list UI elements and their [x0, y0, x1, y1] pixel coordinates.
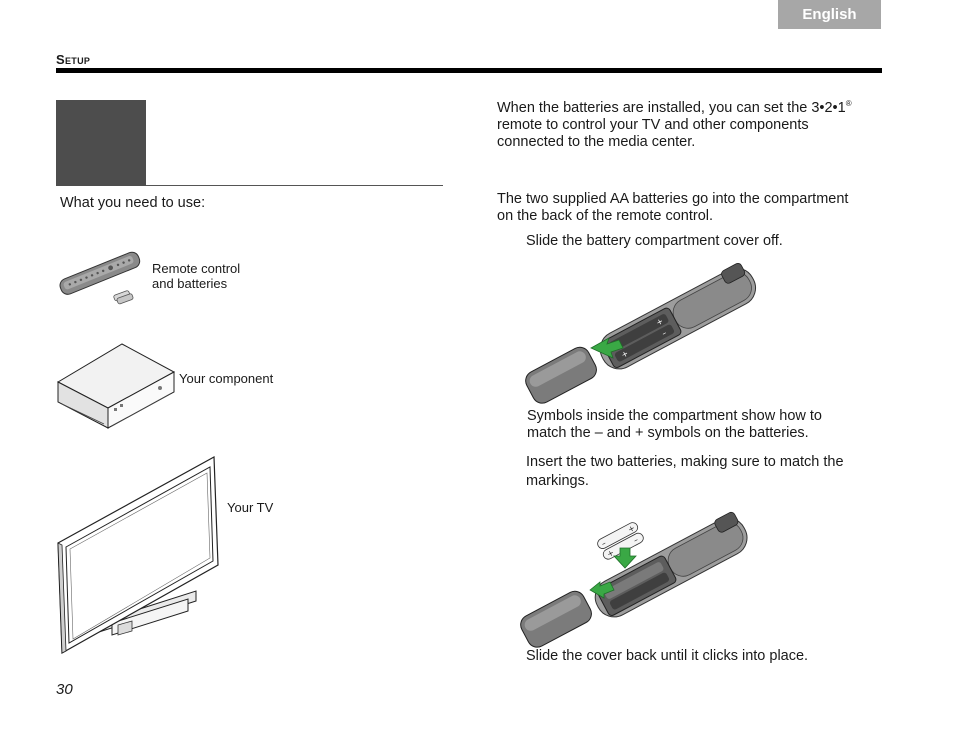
svg-text:+: +	[626, 523, 636, 534]
svg-text:–: –	[632, 535, 640, 545]
symbols-paragraph: Symbols inside the compartment show how …	[527, 408, 822, 441]
remote-cover-off-icon: – + + –	[525, 262, 757, 404]
language-tab[interactable]: English	[778, 0, 881, 29]
remote-insert-batteries-icon: – + + –	[520, 511, 748, 648]
page-number: 30	[56, 681, 73, 698]
decorative-block	[56, 100, 146, 186]
header-rule	[56, 68, 882, 73]
intro-paragraph: When the batteries are installed, you ca…	[497, 99, 852, 150]
svg-text:+: +	[655, 316, 665, 327]
svg-text:+: +	[620, 349, 630, 360]
step-3: Slide the cover back until it clicks int…	[526, 648, 809, 664]
remote-label: Remote control and batteries	[152, 261, 241, 291]
svg-text:–: –	[660, 328, 668, 338]
need-label: What you need to use:	[60, 195, 206, 211]
component-label: Your component	[179, 371, 274, 386]
component-box-icon	[56, 343, 176, 429]
remote-with-batteries-icon	[59, 251, 141, 305]
svg-text:–: –	[600, 539, 608, 549]
step-1: Slide the battery compartment cover off.	[526, 233, 783, 249]
batteries-paragraph: The two supplied AA batteries go into th…	[497, 191, 849, 224]
heading-rule	[146, 185, 443, 186]
tv-icon	[57, 456, 219, 655]
section-title: Setup	[56, 52, 91, 67]
step-2: Insert the two batteries, making sure to…	[526, 454, 844, 489]
svg-text:+: +	[606, 548, 616, 559]
tv-label: Your TV	[227, 500, 274, 515]
